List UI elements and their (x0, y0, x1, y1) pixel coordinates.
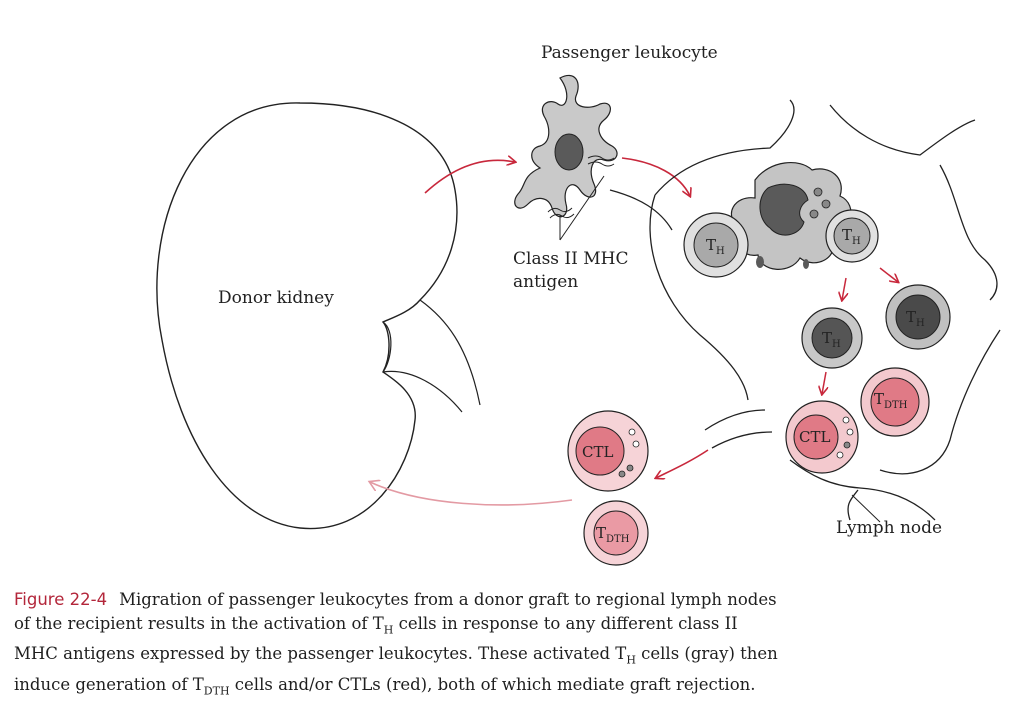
svg-text:TH: TH (842, 226, 861, 247)
tdth-cell-node: TDTH (860, 367, 930, 437)
caption-text-1: Migration of passenger leukocytes from a… (119, 590, 777, 609)
caption-text-4a: induce generation of T (14, 674, 204, 694)
mhc-pointer (559, 175, 605, 241)
tdth-node-sub: DTH (884, 400, 908, 411)
caption-line-4: induce generation of TDTH cells and/or C… (14, 673, 914, 703)
donor-kidney-label: Donor kidney (218, 288, 334, 308)
tdth-circulating-label: T (596, 524, 606, 542)
caption-sub-4: DTH (203, 683, 230, 697)
caption-sub-3: H (626, 653, 636, 667)
th-cell-right: TH (825, 209, 879, 263)
ctl-cell-node: CTL (785, 400, 859, 474)
svg-text:TH: TH (906, 308, 925, 329)
caption-line-1: Figure 22-4 Migration of passenger leukoc… (14, 588, 914, 612)
th-cell-middle: TH (801, 307, 863, 369)
class-ii-mhc-label-line2: antigen (513, 272, 578, 292)
caption-line-3: MHC antigens expressed by the passenger … (14, 642, 914, 672)
svg-text:TDTH: TDTH (874, 390, 908, 411)
kidney-hilum (382, 321, 392, 373)
ctl-cell-circulating: CTL (567, 410, 649, 492)
apc-nucleus (759, 183, 809, 236)
figure-label: Figure 22-4 (14, 590, 108, 609)
passenger-leukocyte-label: Passenger leukocyte (541, 43, 718, 63)
arrow-node-to-blood (656, 449, 709, 478)
caption-text-3b: cells (gray) then (635, 644, 778, 664)
th-left-sub: H (716, 246, 725, 257)
mhc-receptor-upper (587, 155, 615, 167)
tdth-cell-circulating: TDTH (583, 500, 649, 566)
tdth-circulating-sub: DTH (606, 534, 630, 545)
caption-text-2a: of the recipient results in the activati… (14, 614, 384, 633)
lymph-node-pointer (851, 494, 881, 523)
svg-text:TH: TH (706, 236, 725, 257)
lymph-node-outline (609, 99, 1001, 521)
tdth-node-label: T (874, 390, 884, 408)
caption-text-2b: cells in response to any different class… (393, 614, 738, 633)
mhc-receptor-lower (547, 207, 575, 219)
arrow-leukocyte-to-node (621, 157, 690, 196)
lymph-node-label: Lymph node (836, 518, 942, 538)
passenger-leukocyte-cell (514, 74, 618, 219)
figure-caption: Figure 22-4 Migration of passenger leukoc… (14, 588, 914, 703)
leukocyte-nucleus (554, 133, 584, 171)
kidney-vessel-upper (419, 299, 481, 406)
th-right-label: T (842, 226, 852, 244)
th-activated-label: T (906, 308, 916, 326)
arrow-blood-to-kidney (370, 482, 573, 506)
class-ii-mhc-label-line1: Class II MHC (513, 249, 629, 269)
th-right-sub: H (852, 236, 861, 247)
arrow-th-right-to-activated (879, 267, 898, 282)
caption-text-4b: cells and/or CTLs (red), both of which m… (229, 674, 756, 694)
th-activated-sub: H (916, 318, 925, 329)
arrow-th-middle-to-ctl (822, 371, 826, 394)
apc-cell (730, 162, 852, 270)
caption-text-3a: MHC antigens expressed by the passenger … (14, 644, 627, 664)
caption-sub-2: H (383, 623, 394, 637)
th-middle-label: T (822, 329, 832, 347)
th-left-label: T (706, 236, 716, 254)
th-middle-sub: H (832, 339, 841, 350)
th-cell-left: TH (683, 212, 749, 278)
ctl-node-label: CTL (799, 428, 830, 446)
caption-line-2: of the recipient results in the activati… (14, 612, 914, 642)
kidney-vessel-lower (382, 370, 463, 413)
svg-text:TH: TH (822, 329, 841, 350)
arrow-kidney-to-leukocyte (424, 160, 515, 194)
svg-text:TDTH: TDTH (596, 524, 630, 545)
arrow-apc-to-th-middle (842, 277, 846, 300)
th-cell-activated: TH (885, 284, 951, 350)
ctl-circulating-label: CTL (582, 443, 613, 461)
donor-kidney-outline (156, 102, 458, 530)
